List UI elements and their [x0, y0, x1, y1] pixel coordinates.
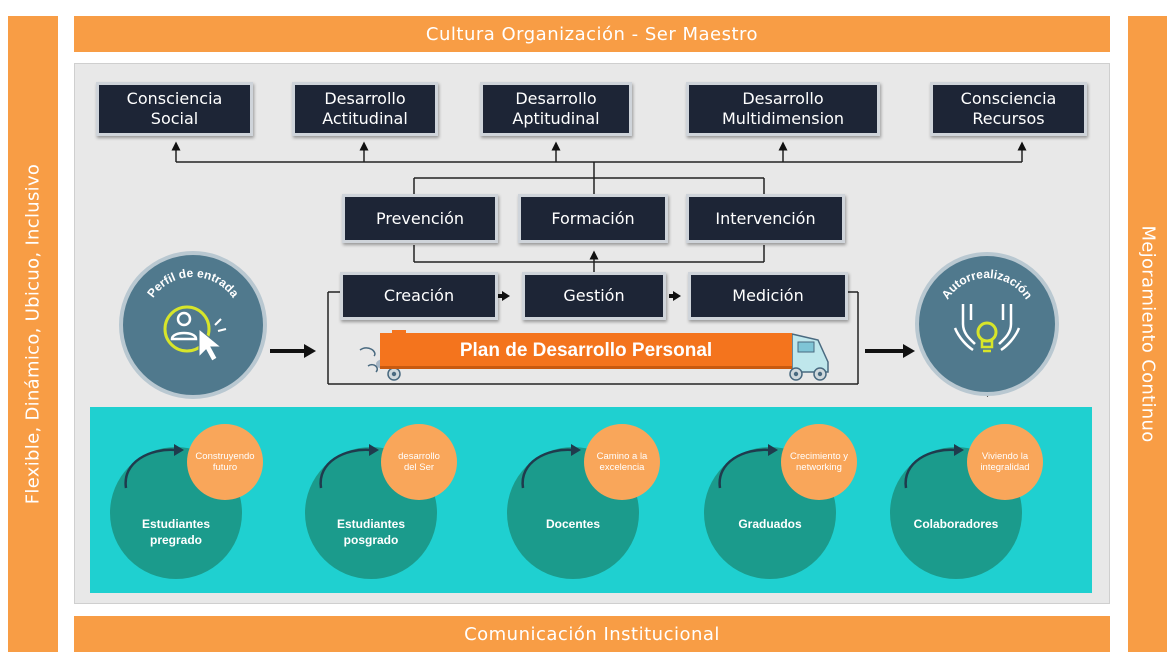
box-line: Desarrollo — [324, 89, 406, 108]
tag-line: networking — [796, 462, 842, 473]
hands-lightbulb-icon — [953, 304, 1021, 353]
group-line: Colaboradores — [913, 517, 999, 531]
group-line: Graduados — [738, 517, 802, 531]
exit-circle-title-arc: Autorrealización — [939, 267, 1036, 302]
box-creacion: Creación — [340, 272, 498, 320]
tag-line: Camino a la — [596, 451, 648, 462]
exit-circle: Autorrealización — [915, 252, 1059, 396]
tag-line: Viviendo la — [981, 451, 1029, 462]
group-line: pregrado — [149, 533, 202, 547]
user-click-icon — [163, 305, 227, 362]
plan-banner: Plan de Desarrollo Personal — [380, 333, 792, 369]
left-band: Flexible, Dinámico, Ubicuo, Inclusivo — [8, 16, 58, 652]
entry-circle-title-arc: Perfil de entrada — [144, 266, 242, 301]
top-banner-label: Cultura Organización - Ser Maestro — [425, 23, 759, 45]
group-line: Docentes — [545, 517, 601, 531]
tag-line: integralidad — [980, 462, 1030, 473]
group-line: Estudiantes — [141, 517, 210, 531]
box-line: Actitudinal — [322, 109, 408, 128]
right-band: Mejoramiento Continuo — [1128, 16, 1167, 652]
box-label: Prevención — [375, 208, 465, 228]
box-intervencion: Intervención — [686, 194, 845, 243]
tag-line: futuro — [212, 462, 238, 473]
box-label: Medición — [732, 286, 804, 305]
group-line: Estudiantes — [336, 517, 405, 531]
box-label: Intervención — [715, 208, 816, 228]
box-gestion: Gestión — [522, 272, 666, 320]
box-formacion: Formación — [518, 194, 668, 243]
truck-icon — [359, 330, 829, 381]
box-line: Social — [150, 109, 199, 128]
bottom-banner: Comunicación Institucional — [74, 616, 1110, 652]
box-prevencion: Prevención — [342, 194, 498, 243]
plan-label: Plan de Desarrollo Personal — [459, 340, 713, 361]
tag-line: Construyendo — [195, 451, 255, 462]
box-line: Desarrollo — [742, 89, 824, 108]
box-line: Recursos — [972, 109, 1045, 128]
box-line: Desarrollo — [515, 89, 597, 108]
tag-line: desarrollo — [398, 451, 440, 462]
box-line: Consciencia — [960, 89, 1057, 108]
box-label: Formación — [551, 208, 635, 228]
bottom-banner-label: Comunicación Institucional — [464, 623, 720, 645]
top-banner: Cultura Organización - Ser Maestro — [74, 16, 1110, 52]
tag-line: del Ser — [403, 462, 435, 473]
box-label: Gestión — [563, 286, 625, 305]
box-line: Aptitudinal — [512, 109, 600, 128]
tag-line: excelencia — [599, 462, 645, 473]
entry-circle: Perfil de entrada — [119, 251, 267, 399]
box-line: Multidimension — [722, 109, 844, 128]
box-label: Creación — [383, 286, 455, 305]
box-medicion: Medición — [688, 272, 848, 320]
group-line: posgrado — [343, 533, 399, 547]
tag-line: Crecimiento y — [789, 451, 849, 462]
box-line: Consciencia — [126, 89, 223, 108]
